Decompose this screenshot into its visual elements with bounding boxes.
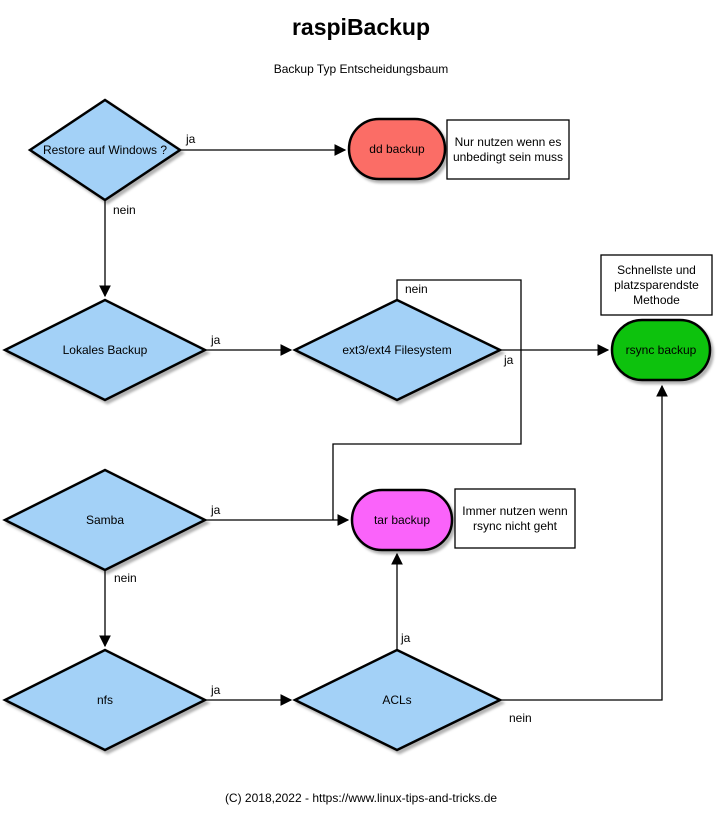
note-tar: Immer nutzen wenn rsync nicht geht	[455, 489, 575, 548]
decision-nodes-group	[2, 98, 503, 752]
note-rsync-line-1: Schnellste und	[617, 262, 696, 277]
edge-label-lokales-ja: ja	[211, 333, 221, 347]
edge-ext-nein	[332, 279, 522, 520]
label-acls: ACLs	[382, 693, 412, 707]
terminal-dd-backup	[347, 117, 447, 181]
edge-label-acls-nein: nein	[509, 711, 532, 725]
terminal-nodes-group	[347, 117, 712, 552]
edge-label-restore-nein: nein	[113, 203, 136, 217]
label-ext3-ext4-filesystem: ext3/ext4 Filesystem	[342, 343, 452, 357]
note-box-rsync	[600, 254, 713, 316]
note-box-dd	[446, 119, 570, 180]
note-boxes-group	[446, 119, 713, 549]
label-rsync-backup: rsync backup	[625, 343, 697, 357]
label-tar-backup: tar backup	[373, 513, 431, 527]
page-subtitle: Backup Typ Entscheidungsbaum	[273, 62, 449, 76]
note-box-tar	[454, 488, 576, 549]
edge-label-nfs-ja: ja	[211, 683, 221, 697]
edges-group	[99, 144, 668, 706]
label-samba: Samba	[85, 513, 125, 527]
terminal-rsync-backup	[610, 318, 712, 382]
label-nfs: nfs	[96, 693, 114, 707]
edge-label-ext-nein: nein	[405, 282, 428, 296]
copyright-footer: (C) 2018,2022 - https://www.linux-tips-a…	[224, 791, 498, 805]
decision-samba	[2, 468, 208, 572]
decision-acls	[292, 648, 503, 752]
note-rsync-line-3: Methode	[633, 292, 680, 307]
decision-restore-windows	[27, 98, 183, 202]
edge-label-restore-ja: ja	[186, 132, 196, 146]
edge-label-ext-ja: ja	[504, 353, 514, 367]
note-rsync-line-2: platzsparendste	[614, 277, 699, 292]
edge-acls-nein	[500, 384, 668, 701]
label-restore-windows: Restore auf Windows ?	[42, 143, 168, 157]
label-dd-backup: dd backup	[369, 142, 425, 156]
edge-label-acls-ja: ja	[401, 631, 411, 645]
note-rsync: Schnellste und platzsparendste Methode	[601, 255, 712, 315]
page-title: raspiBackup	[291, 14, 431, 40]
decision-ext3-ext4-filesystem	[292, 298, 503, 402]
edge-label-samba-nein: nein	[114, 571, 137, 585]
note-dd-line-2: unbedingt sein muss	[452, 149, 564, 164]
note-tar-line-2: rsync nicht geht	[472, 518, 558, 533]
decision-lokales-backup	[2, 298, 208, 402]
decision-nfs	[2, 648, 208, 752]
edge-label-samba-ja: ja	[211, 503, 221, 517]
note-dd-line-1: Nur nutzen wenn es	[454, 134, 562, 149]
note-tar-line-1: Immer nutzen wenn	[462, 503, 568, 518]
label-lokales-backup: Lokales Backup	[62, 343, 148, 357]
note-dd: Nur nutzen wenn es unbedingt sein muss	[447, 120, 569, 179]
terminal-tar-backup	[350, 488, 454, 552]
